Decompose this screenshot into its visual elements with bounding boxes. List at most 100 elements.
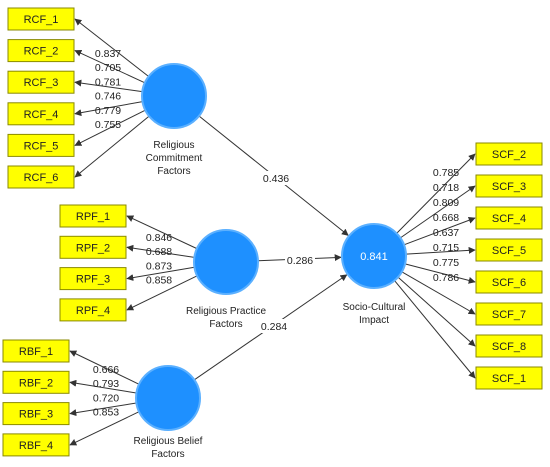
construct-circle-rpf[interactable] — [193, 229, 259, 295]
indicator-label-scf_7: SCF_7 — [492, 309, 526, 321]
indicator-label-scf_1: SCF_1 — [492, 373, 526, 385]
construct-name-rcf-line-2: Factors — [157, 166, 190, 177]
path-coefficient-background — [261, 171, 291, 185]
indicator-box-scf_3[interactable] — [475, 174, 543, 198]
loading-arrow-rbf_2 — [69, 379, 137, 394]
indicator-box-scf_7[interactable] — [475, 302, 543, 326]
indicator-label-scf_2: SCF_2 — [492, 149, 526, 161]
indicator-label-scf_8: SCF_8 — [492, 341, 526, 353]
loading-value-scf_1: 0.786 — [433, 272, 459, 284]
loading-arrow-rbf_1 — [69, 350, 140, 385]
labels-layer: 0.4360.2860.2840.8370.7050.7810.7460.779… — [93, 48, 459, 460]
indicator-label-rcf_4: RCF_4 — [24, 109, 59, 121]
loading-value-scf_2: 0.785 — [433, 167, 459, 179]
loading-value-scf_6: 0.637 — [433, 227, 459, 239]
construct-circle-rcf[interactable] — [141, 63, 207, 129]
nodes-layer: RCF_1RCF_2RCF_3RCF_4RCF_5RCF_6RPF_1RPF_2… — [2, 7, 543, 457]
path-coefficient-rcf-to-sci: 0.436 — [263, 173, 289, 185]
indicator-box-scf_1[interactable] — [475, 366, 543, 390]
indicator-label-rbf_4: RBF_4 — [19, 440, 53, 452]
loading-value-rpf_3: 0.873 — [146, 260, 172, 272]
loading-value-scf_8: 0.775 — [433, 257, 459, 269]
indicator-box-rbf_4[interactable] — [2, 433, 70, 457]
indicator-box-rcf_1[interactable] — [7, 7, 75, 31]
indicator-box-rcf_2[interactable] — [7, 39, 75, 63]
indicator-label-rcf_5: RCF_5 — [24, 140, 59, 152]
loading-arrow-rpf_2 — [126, 244, 195, 258]
loading-value-rpf_1: 0.846 — [146, 232, 172, 244]
indicator-label-rcf_3: RCF_3 — [24, 77, 59, 89]
loading-arrow-scf_3 — [400, 185, 476, 239]
indicator-box-rcf_4[interactable] — [7, 102, 75, 126]
loading-arrow-scf_8 — [397, 276, 476, 347]
indicator-label-scf_5: SCF_5 — [492, 245, 526, 257]
construct-circle-rbf[interactable] — [135, 365, 201, 431]
construct-name-rpf-line-0: Religious Practice — [186, 306, 266, 317]
loading-arrow-rcf_2 — [74, 50, 146, 84]
loading-arrow-rcf_6 — [74, 115, 150, 178]
indicator-label-scf_3: SCF_3 — [492, 181, 526, 193]
indicator-box-rcf_6[interactable] — [7, 165, 75, 189]
construct-name-rcf-line-0: Religious — [153, 140, 194, 151]
loading-value-rbf_1: 0.666 — [93, 364, 119, 376]
loading-value-rpf_2: 0.688 — [146, 246, 172, 258]
loading-arrow-rpf_4 — [126, 275, 198, 311]
loading-value-rbf_4: 0.853 — [93, 407, 119, 419]
construct-name-rpf-line-1: Factors — [209, 319, 242, 330]
construct-name-sci-line-1: Impact — [359, 315, 389, 326]
loading-value-scf_7: 0.715 — [433, 242, 459, 254]
indicator-box-rbf_3[interactable] — [2, 402, 70, 426]
loading-value-rbf_2: 0.793 — [93, 378, 119, 390]
loading-arrow-rcf_4 — [74, 101, 143, 117]
loading-value-rbf_3: 0.720 — [93, 392, 119, 404]
indicator-box-rpf_2[interactable] — [59, 235, 127, 259]
loading-arrow-rpf_1 — [126, 215, 198, 250]
construct-name-rbf-line-0: Religious Belief — [134, 436, 203, 447]
indicator-box-scf_6[interactable] — [475, 270, 543, 294]
construct-name-rcf-line-1: Commitment — [146, 153, 203, 164]
loading-arrow-scf_5 — [405, 246, 476, 255]
path-coefficient-background — [285, 253, 315, 267]
indicator-box-rpf_1[interactable] — [59, 204, 127, 228]
loading-value-rcf_1: 0.837 — [95, 48, 121, 60]
indicator-box-rbf_2[interactable] — [2, 370, 70, 394]
loading-arrow-rcf_3 — [74, 79, 143, 93]
path-coefficient-rbf-to-sci: 0.284 — [261, 321, 287, 333]
indicator-box-rcf_3[interactable] — [7, 70, 75, 94]
indicator-box-rpf_3[interactable] — [59, 267, 127, 291]
loading-arrow-scf_2 — [396, 153, 476, 234]
indicator-box-scf_8[interactable] — [475, 334, 543, 358]
indicator-box-scf_4[interactable] — [475, 206, 543, 230]
indicator-label-rbf_2: RBF_2 — [19, 377, 53, 389]
path-coefficient-rpf-to-sci: 0.286 — [287, 255, 313, 267]
indicator-label-rcf_2: RCF_2 — [24, 46, 59, 58]
loading-arrow-scf_4 — [403, 216, 476, 246]
indicator-label-rpf_3: RPF_3 — [76, 274, 110, 286]
indicator-box-scf_5[interactable] — [475, 238, 543, 262]
indicator-label-rbf_1: RBF_1 — [19, 346, 53, 358]
indicator-label-rpf_4: RPF_4 — [76, 305, 110, 317]
loading-arrow-scf_7 — [401, 271, 476, 315]
loading-arrow-rpf_3 — [126, 266, 195, 282]
construct-circle-sci[interactable] — [341, 223, 407, 289]
loading-value-rpf_4: 0.858 — [146, 275, 172, 287]
indicator-box-rbf_1[interactable] — [2, 339, 70, 363]
loading-arrow-rcf_1 — [74, 18, 149, 77]
loading-value-rcf_5: 0.779 — [95, 105, 121, 117]
loading-arrow-rbf_3 — [69, 402, 137, 417]
edges-layer — [69, 18, 476, 446]
indicator-box-rcf_5[interactable] — [7, 133, 75, 157]
loading-arrow-scf_6 — [404, 263, 476, 284]
construct-r-squared-sci: 0.841 — [360, 251, 388, 263]
indicator-label-scf_6: SCF_6 — [492, 277, 526, 289]
indicator-label-rcf_6: RCF_6 — [24, 172, 59, 184]
indicator-label-rpf_2: RPF_2 — [76, 242, 110, 254]
loading-value-rcf_6: 0.755 — [95, 119, 121, 131]
construct-name-rbf-line-1: Factors — [151, 449, 184, 460]
indicator-box-rpf_4[interactable] — [59, 298, 127, 322]
loading-arrow-rbf_4 — [69, 411, 140, 446]
loading-value-scf_3: 0.718 — [433, 182, 459, 194]
indicator-box-scf_2[interactable] — [475, 142, 543, 166]
